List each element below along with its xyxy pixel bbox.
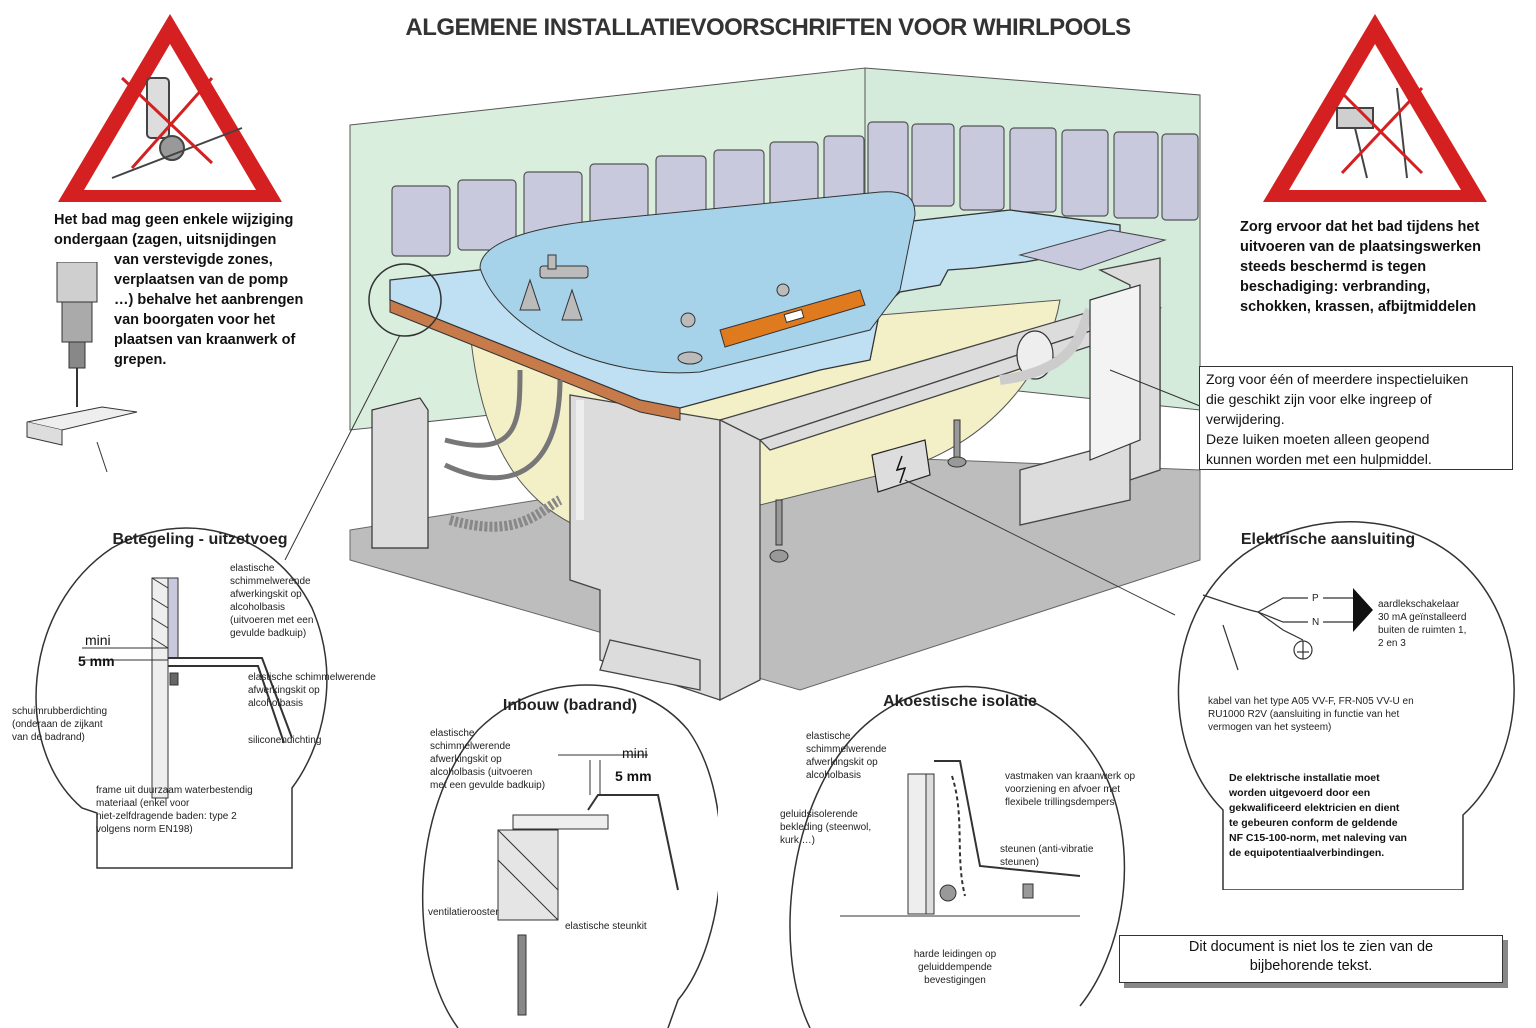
elektrisch-N: N [1312, 617, 1320, 628]
cross-icon-right [1335, 86, 1424, 175]
inbouw-steunkit: elastische steunkit [565, 921, 647, 932]
warning-triangle-left [58, 14, 282, 202]
warning-triangle-right [1263, 14, 1487, 202]
betegeling-mini: mini [85, 632, 111, 648]
inbouw-mini: mini [622, 745, 648, 761]
warning-right-text: Zorg ervoor dat het bad tijdens het uitv… [1240, 219, 1481, 315]
elektrisch-cable: kabel van het type A05 VV-F, FR-N05 VV-U… [1208, 696, 1414, 733]
cross-icon [120, 76, 214, 169]
drill-icon [26, 262, 138, 473]
rim-edge [389, 299, 681, 421]
adjustable-feet [769, 419, 967, 563]
betegeling-circle [35, 527, 328, 869]
inbouw-circle [421, 684, 718, 1028]
pipes [443, 369, 584, 532]
pipe-column [371, 397, 429, 549]
akoestische-circle [789, 685, 1126, 1028]
betegeling-title: Betegeling - uitzetvoeg [112, 531, 288, 548]
inbouw-vent: ventilatierooster [428, 907, 499, 918]
elektrisch-title: Elektrische aansluiting [1240, 531, 1416, 548]
pump [999, 307, 1095, 385]
spirit-level [719, 289, 866, 348]
warning-left-text: Het bad mag geen enkele wijziging onderg… [54, 212, 304, 368]
breaker-arrow-icon [1353, 588, 1373, 632]
wall-tiles [391, 121, 1199, 257]
betegeling-silicone: siliconendichting [248, 735, 322, 746]
footer-note: Dit document is niet los te zien van de … [1119, 935, 1503, 983]
bath-frame [569, 257, 1163, 702]
tub-basin [479, 191, 916, 374]
electric-box [871, 439, 931, 493]
inspection-note: Zorg voor één of meerdere inspectieluike… [1199, 366, 1513, 470]
leader-lines [284, 263, 1211, 616]
faucet [519, 254, 790, 365]
betegeling-foam: schuimrubberdichting(onderaan de zijkant… [12, 706, 108, 743]
deck-tiles [1018, 229, 1167, 271]
page-title: ALGEMENE INSTALLATIEVOORSCHRIFTEN VOOR W… [405, 14, 1131, 41]
elektrisch-circle [1177, 521, 1515, 890]
inbouw-title: Inbouw (badrand) [502, 697, 638, 714]
saw-icon [111, 77, 243, 179]
betegeling-mm: 5 mm [78, 653, 115, 669]
elektrisch-P: P [1312, 593, 1319, 604]
akoestische-title: Akoestische isolatie [883, 693, 1037, 710]
inbouw-mm: 5 mm [615, 768, 652, 784]
